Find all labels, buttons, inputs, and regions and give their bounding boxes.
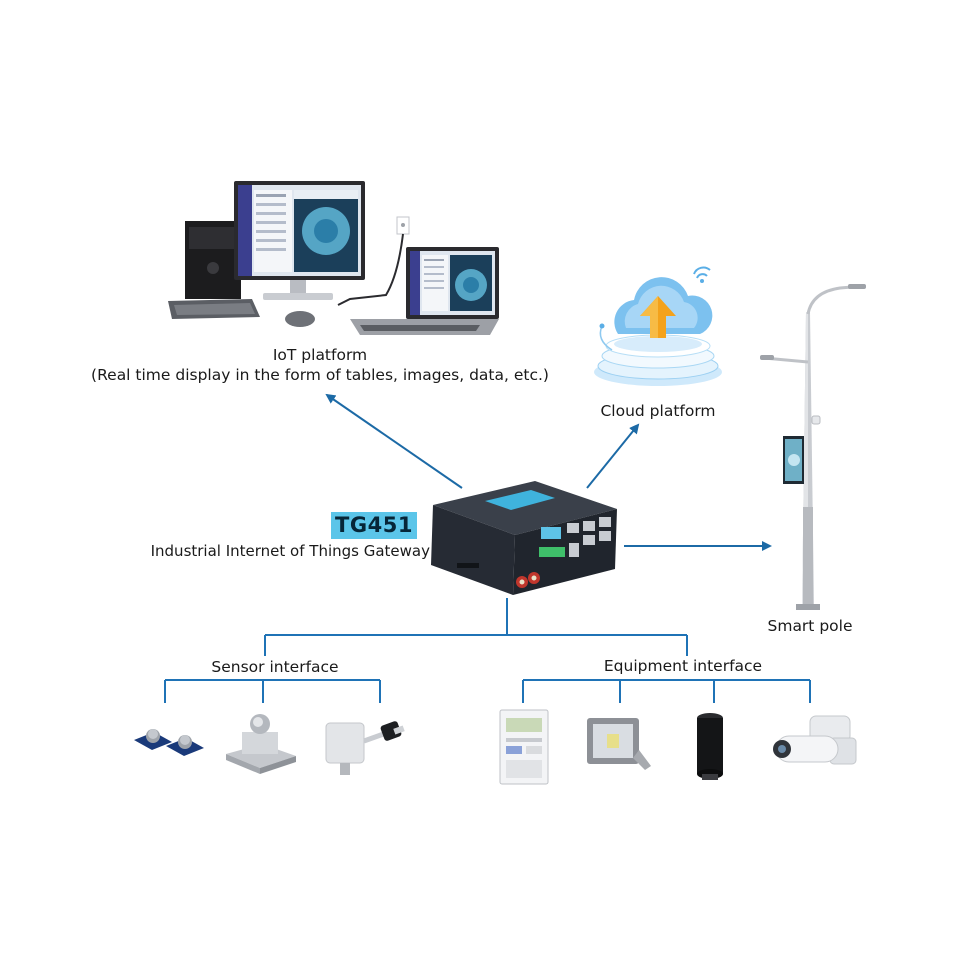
smart-pole-icon bbox=[760, 284, 866, 610]
tg451-gateway-device bbox=[431, 481, 617, 595]
load-cell-sensor-icon bbox=[226, 714, 296, 774]
interface-branch-lines bbox=[164, 598, 811, 703]
gateway-description: Industrial Internet of Things Gateway bbox=[150, 542, 430, 560]
gas-sensor-modules-icon bbox=[134, 729, 204, 756]
iot-platform-title: IoT platform bbox=[272, 346, 368, 364]
cloud-platform-icon bbox=[594, 266, 722, 386]
electric-meter-icon bbox=[499, 709, 549, 785]
iot-platform-subtitle: (Real time display in the form of tables… bbox=[91, 366, 549, 384]
sensor-interface-label: Sensor interface bbox=[211, 658, 339, 676]
smart-pole-label: Smart pole bbox=[767, 617, 853, 635]
flood-light-icon bbox=[587, 718, 651, 770]
duct-temperature-humidity-sensor-icon bbox=[325, 721, 405, 775]
arrow-to-iot-platform bbox=[325, 393, 463, 489]
speaker-icon bbox=[697, 713, 723, 780]
iot-platform-computers bbox=[168, 181, 499, 335]
ptz-camera-icon bbox=[773, 715, 857, 765]
gateway-model-badge: TG451 bbox=[331, 512, 417, 539]
arrow-to-cloud-platform bbox=[586, 423, 640, 489]
equipment-interface-label: Equipment interface bbox=[603, 657, 763, 675]
cloud-platform-label: Cloud platform bbox=[600, 402, 716, 420]
